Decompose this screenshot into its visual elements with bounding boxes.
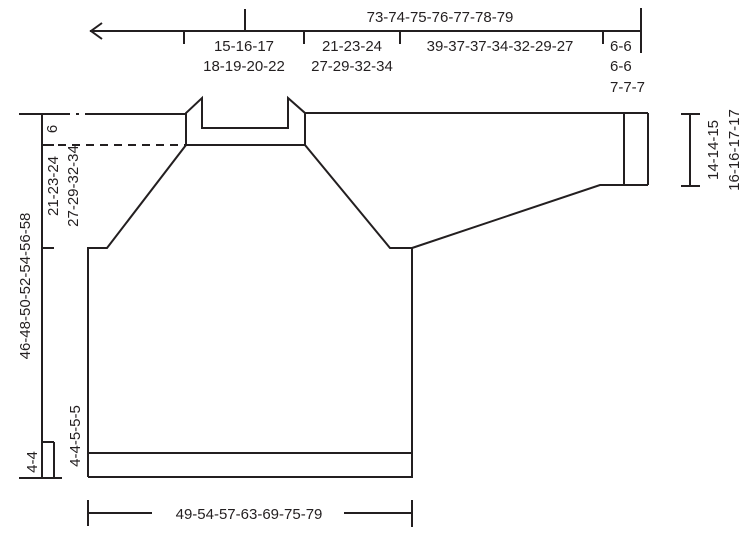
neck-width-label-line2: 18-19-20-22	[203, 58, 285, 75]
cuff-width-label-line2: 16-16-17-17	[726, 109, 743, 191]
sleeve-length-label: 39-37-37-34-32-29-27	[427, 38, 574, 55]
right-dimension-line	[681, 113, 700, 187]
bottom-dimension-line	[87, 500, 413, 527]
cuff-length-label-line2: 6-6	[610, 58, 632, 75]
left-dimension-line	[19, 113, 62, 479]
raglan-width-label-line1: 21-23-24	[322, 38, 382, 55]
total-length-label: 46-48-50-52-54-56-58	[17, 213, 34, 360]
raglan-height-label-line2: 27-29-32-34	[65, 145, 82, 227]
top-dimension-line	[89, 8, 642, 53]
arrow-left-icon	[89, 22, 103, 40]
rib-inner-label: 4-4-5-5-5	[67, 405, 84, 467]
garment-outline	[87, 95, 649, 478]
raglan-width-label-line2: 27-29-32-34	[311, 58, 393, 75]
cuff-length-label-line1: 6-6	[610, 38, 632, 55]
raglan-height-label-line1: 21-23-24	[45, 156, 62, 216]
neck-edge-label: 6	[44, 125, 61, 133]
total-width-label: 73-74-75-76-77-78-79	[367, 9, 514, 26]
cuff-length-label-line3: 7-7-7	[610, 79, 645, 96]
neck-width-label-line1: 15-16-17	[214, 38, 274, 55]
body-width-label: 49-54-57-63-69-75-79	[176, 506, 323, 523]
cuff-width-label-line1: 14-14-15	[705, 120, 722, 180]
rib-outer-label: 4-4	[24, 451, 41, 473]
